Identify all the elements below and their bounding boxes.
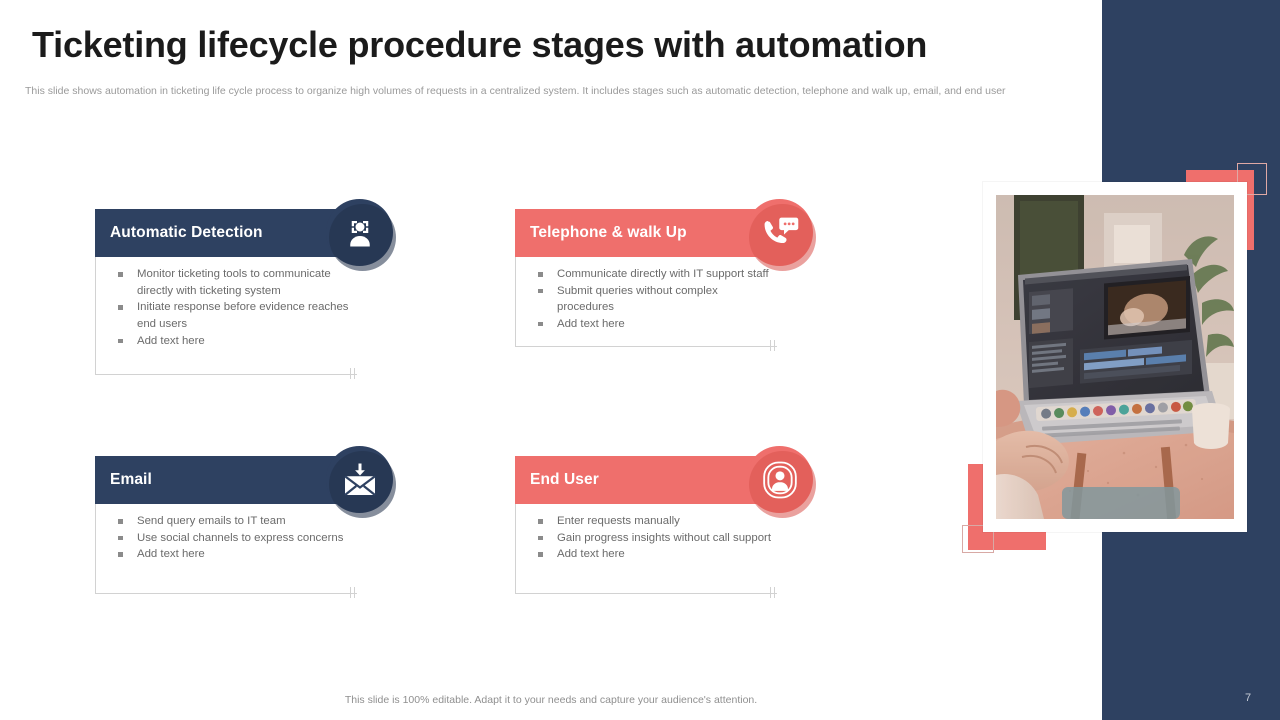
bullet-list: Send query emails to IT team Use social …	[96, 513, 351, 563]
list-item: Submit queries without complex procedure…	[538, 283, 771, 316]
card-title: End User	[530, 471, 599, 488]
card-body-end-user: Enter requests manually Gain progress in…	[515, 504, 777, 598]
card-rule-tick-secondary	[770, 340, 771, 351]
page-title: Ticketing lifecycle procedure stages wit…	[32, 24, 928, 65]
bullet-list: Monitor ticketing tools to communicate d…	[96, 266, 351, 349]
page-number: 7	[1245, 692, 1252, 704]
card-header-automatic-detection: Automatic Detection	[95, 209, 357, 257]
list-item: Communicate directly with IT support sta…	[538, 266, 771, 283]
list-item: Gain progress insights without call supp…	[538, 530, 771, 547]
face-detection-person-icon	[326, 199, 396, 271]
list-item: Enter requests manually	[538, 513, 771, 530]
card-header-end-user: End User	[515, 456, 777, 504]
decor-l-shape-coral-bottom	[968, 464, 1046, 550]
card-rule-tick	[774, 340, 775, 351]
decor-l-vertical	[968, 464, 984, 550]
photo-laptop-workspace	[996, 195, 1234, 519]
card-body-telephone-walk-up: Communicate directly with IT support sta…	[515, 257, 777, 351]
list-item: Initiate response before evidence reache…	[118, 299, 351, 332]
card-rule-tick-secondary	[350, 368, 351, 379]
user-badge-icon	[746, 446, 816, 518]
decor-outline-square-bottom	[962, 525, 994, 553]
card-title: Telephone & walk Up	[530, 224, 687, 241]
card-rule-tick	[354, 368, 355, 379]
card-title: Automatic Detection	[110, 224, 263, 241]
envelope-download-icon	[326, 446, 396, 518]
decor-outline-square-top	[1237, 163, 1267, 195]
card-body-email: Send query emails to IT team Use social …	[95, 504, 357, 598]
list-item: Add text here	[118, 333, 351, 350]
card-title: Email	[110, 471, 152, 488]
list-item: Add text here	[118, 546, 351, 563]
card-automatic-detection[interactable]: Automatic Detection Monito	[95, 199, 396, 379]
card-rule-tick-secondary	[770, 587, 771, 598]
card-email[interactable]: Email Send query	[95, 446, 396, 598]
phone-chat-icon	[746, 199, 816, 271]
card-end-user[interactable]: End User Enter requests manually Gain pr…	[515, 446, 816, 598]
list-item: Add text here	[538, 546, 771, 563]
bullet-list: Enter requests manually Gain progress in…	[516, 513, 771, 563]
card-rule-tick	[774, 587, 775, 598]
card-rule-tick	[354, 587, 355, 598]
card-header-telephone-walk-up: Telephone & walk Up	[515, 209, 777, 257]
list-item: Send query emails to IT team	[118, 513, 351, 530]
bullet-list: Communicate directly with IT support sta…	[516, 266, 771, 333]
card-telephone-walk-up[interactable]: Telephone & walk Up	[515, 199, 816, 351]
decor-l-horizontal	[968, 532, 1046, 550]
list-item: Use social channels to express concerns	[118, 530, 351, 547]
card-header-email: Email	[95, 456, 357, 504]
page-subtitle: This slide shows automation in ticketing…	[25, 85, 1006, 97]
list-item: Add text here	[538, 316, 771, 333]
card-rule-tick-secondary	[350, 587, 351, 598]
footer-note: This slide is 100% editable. Adapt it to…	[344, 694, 758, 706]
list-item: Monitor ticketing tools to communicate d…	[118, 266, 351, 299]
card-body-automatic-detection: Monitor ticketing tools to communicate d…	[95, 257, 357, 379]
photo-frame	[983, 182, 1247, 532]
